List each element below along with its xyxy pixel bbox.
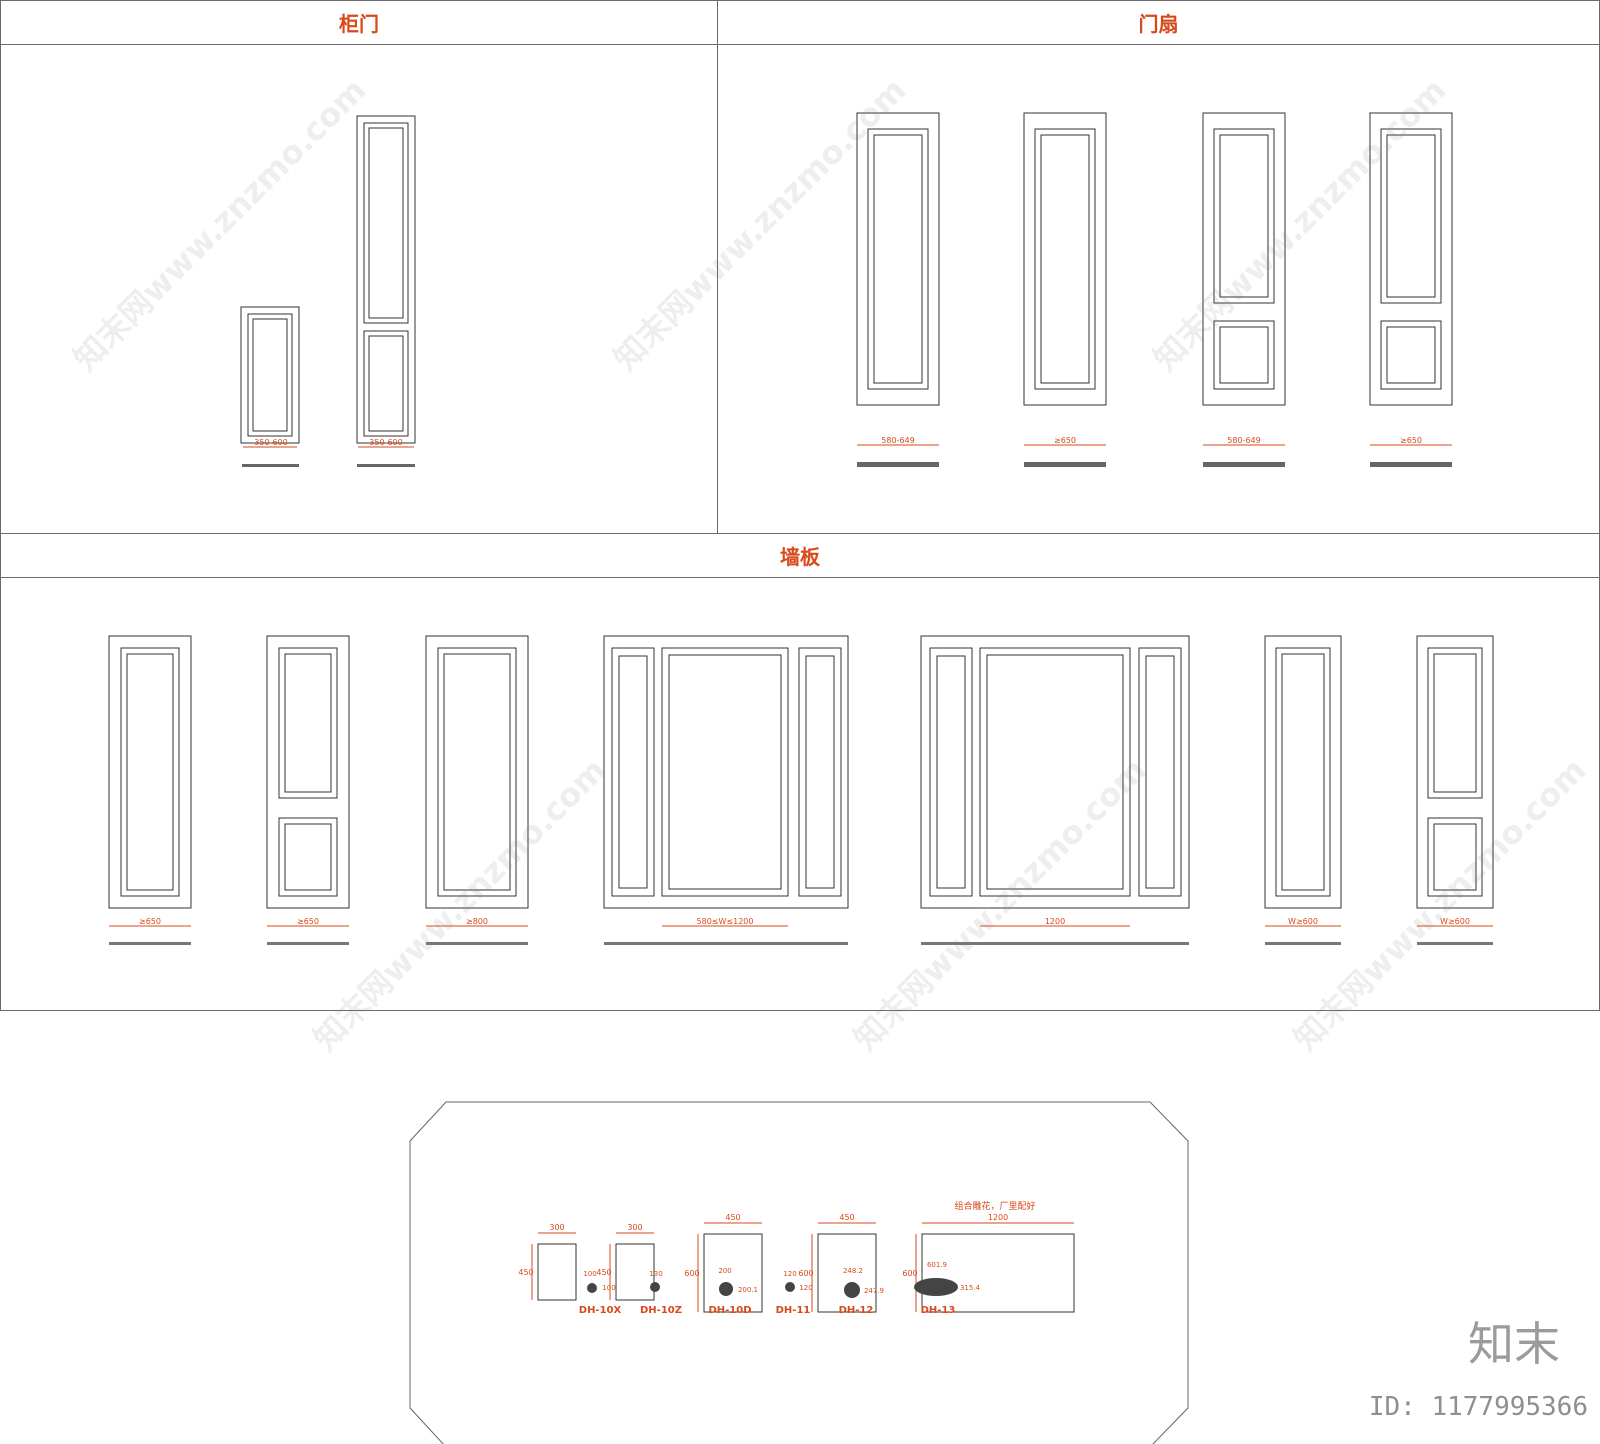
- carving-part-dh13: [914, 1278, 958, 1296]
- cabinet-door-tall: [356, 115, 416, 444]
- profile-section: [242, 464, 299, 467]
- dim-label: 248.2: [843, 1267, 863, 1275]
- profile-section: [267, 942, 349, 945]
- wall-panel-6: [1264, 635, 1342, 909]
- carving-part-dh10x: [587, 1283, 597, 1293]
- dim-label: 350-600: [369, 438, 402, 447]
- carving-part-dh12: [844, 1282, 860, 1298]
- dim-label: 601.9: [927, 1261, 947, 1269]
- cabinet-door-small: [240, 306, 300, 444]
- carving-part-dh11: [785, 1282, 795, 1292]
- dim-label: 580-649: [1227, 436, 1260, 445]
- carving-combo-5: [921, 1233, 1075, 1313]
- profile-section: [604, 942, 848, 945]
- door-leaf-1: [856, 112, 940, 406]
- carving-combo-1: [537, 1243, 577, 1301]
- door-leaf-drawings: 580-649 ≥650 580-649 ≥650: [856, 112, 1453, 467]
- dim-label: ≥650: [1400, 436, 1422, 445]
- dim-label: 450: [518, 1268, 533, 1277]
- wall-panel-3: [425, 635, 529, 909]
- carving-code: DH-11: [776, 1305, 811, 1316]
- dim-label: 120: [783, 1270, 796, 1278]
- profile-section: [857, 462, 939, 467]
- dim-label: 300: [627, 1223, 642, 1232]
- section-door-leaf: 门扇: [717, 0, 1600, 534]
- dim-label: 300: [549, 1223, 564, 1232]
- section-cabinet-door: 柜门: [0, 0, 718, 534]
- profile-section: [1265, 942, 1341, 945]
- section-title: 门扇: [1138, 12, 1179, 36]
- dim-label: 120: [799, 1284, 812, 1292]
- carving-code: DH-10D: [708, 1305, 751, 1316]
- detail-frame: [409, 1101, 1189, 1444]
- dim-label: 450: [596, 1268, 611, 1277]
- profile-section: [1370, 462, 1452, 467]
- dim-label: ≥800: [466, 917, 488, 926]
- door-leaf-4: [1369, 112, 1453, 406]
- dim-label: 350-600: [254, 438, 287, 447]
- carving-code: DH-12: [839, 1305, 874, 1316]
- dim-label: 1200: [1045, 917, 1065, 926]
- carving-code: DH-10Z: [640, 1305, 682, 1316]
- carving-combo-2: [615, 1243, 655, 1301]
- carving-combo-4: [817, 1233, 877, 1313]
- dim-label: 130: [649, 1270, 662, 1278]
- dim-label: 580≤W≤1200: [697, 917, 754, 926]
- wall-panel-1: [108, 635, 192, 909]
- profile-section: [1203, 462, 1285, 467]
- dim-label: W≥600: [1440, 917, 1470, 926]
- dim-label: 200.1: [738, 1286, 758, 1294]
- section-header: 门扇: [718, 1, 1599, 45]
- carving-code: DH-10X: [579, 1305, 622, 1316]
- dim-label: 600: [798, 1269, 813, 1278]
- dim-label: ≥650: [139, 917, 161, 926]
- dim-label: ≥650: [297, 917, 319, 926]
- profile-section: [1024, 462, 1106, 467]
- dim-label: ≥650: [1054, 436, 1076, 445]
- section-header: 柜门: [1, 1, 717, 45]
- section-wall-panel: 墙板: [0, 533, 1600, 1011]
- wall-panel-7: [1416, 635, 1494, 909]
- cabinet-door-drawings: 350-600 350-600: [240, 115, 416, 467]
- dim-label: 247.9: [864, 1287, 884, 1295]
- dim-label: 600: [684, 1269, 699, 1278]
- door-leaf-2: [1023, 112, 1107, 406]
- brand-logo: 知末: [1468, 1317, 1560, 1371]
- section-title: 柜门: [339, 12, 379, 36]
- profile-section: [109, 942, 191, 945]
- profile-section: [921, 942, 1189, 945]
- carving-code: DH-13: [921, 1305, 956, 1316]
- section-header: 墙板: [1, 534, 1599, 578]
- dim-label: 1200: [988, 1213, 1008, 1222]
- dim-label: 600: [902, 1269, 917, 1278]
- door-leaf-3: [1202, 112, 1286, 406]
- wall-panel-4: [603, 635, 849, 909]
- profile-section: [426, 942, 528, 945]
- dim-label: 450: [725, 1213, 740, 1222]
- dim-label: 450: [839, 1213, 854, 1222]
- carving-note: 组合雕花，厂里配好: [954, 1200, 1035, 1212]
- wall-panel-drawings: ≥650 ≥650 ≥800 580≤W≤1200 1200 W≥600 W≥6…: [108, 635, 1494, 945]
- section-title: 墙板: [780, 545, 820, 569]
- carving-combo-3: [703, 1233, 763, 1313]
- carving-part-dh10z: [650, 1282, 660, 1292]
- dim-label: 100: [602, 1284, 615, 1292]
- dim-label: 200: [718, 1267, 731, 1275]
- dim-label: 315.4: [960, 1284, 981, 1292]
- wall-panel-5: [920, 635, 1190, 909]
- image-id: ID: 1177995366: [1368, 1392, 1588, 1422]
- dim-label: 580-649: [881, 436, 914, 445]
- carving-part-dh10d: [719, 1282, 733, 1296]
- profile-section: [357, 464, 415, 467]
- wall-panel-2: [266, 635, 350, 909]
- profile-section: [1417, 942, 1493, 945]
- dim-label: 100: [583, 1270, 596, 1278]
- carving-details: 组合雕花，厂里配好 300 300 450 450 1200 450 450 6…: [409, 1101, 1189, 1444]
- dim-label: W≥600: [1288, 917, 1318, 926]
